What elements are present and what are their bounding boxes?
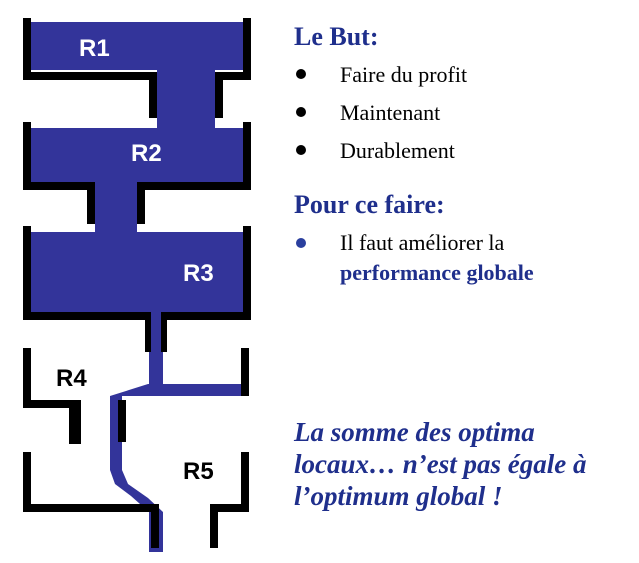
r3-floor-left bbox=[23, 312, 149, 320]
r1-neck-right bbox=[215, 72, 223, 118]
r2-floor-right bbox=[137, 182, 251, 190]
r1-wall-right bbox=[243, 18, 251, 80]
r3-wall-left bbox=[23, 226, 31, 320]
conclusion-text: La somme des optima locaux… n’est pas ég… bbox=[294, 417, 587, 511]
r3-fill bbox=[31, 232, 243, 312]
r6-outlet bbox=[151, 504, 159, 548]
bullet-icon bbox=[296, 107, 306, 117]
bullet-icon bbox=[296, 145, 306, 155]
r5-floor bbox=[210, 504, 249, 512]
r3-pipe-right bbox=[161, 312, 167, 352]
label-r1: R1 bbox=[79, 35, 110, 62]
r6-floor bbox=[23, 504, 159, 512]
r6-wall-left bbox=[23, 452, 31, 512]
goal-item-text: Maintenant bbox=[340, 100, 441, 125]
goal-item-text: Faire du profit bbox=[340, 62, 468, 87]
r1-wall-left bbox=[23, 18, 31, 80]
r2-floor-left bbox=[23, 182, 95, 190]
method-line2: performance globale bbox=[340, 260, 534, 285]
goal-title: Le But: bbox=[294, 22, 379, 51]
r3-floor-right bbox=[163, 312, 251, 320]
r5-wall-right-lower bbox=[241, 452, 249, 512]
r1-r2-connector bbox=[157, 70, 215, 132]
r2-wall-right bbox=[243, 122, 251, 190]
method-list: Il faut améliorer la performance globale bbox=[296, 228, 534, 288]
goal-item: Faire du profit bbox=[296, 56, 467, 94]
goal-list: Faire du profit Maintenant Durablement bbox=[296, 56, 467, 170]
method-title: Pour ce faire: bbox=[294, 190, 445, 219]
r2-wall-left bbox=[23, 122, 31, 190]
label-r3: R3 bbox=[183, 260, 214, 287]
label-r2: R2 bbox=[131, 140, 162, 167]
r1-fill bbox=[31, 22, 243, 70]
method-line1: Il faut améliorer la bbox=[340, 230, 505, 255]
r3-wall-right bbox=[243, 226, 251, 320]
label-r4: R4 bbox=[56, 365, 87, 392]
goal-item-text: Durablement bbox=[340, 138, 455, 163]
container-walls bbox=[23, 18, 251, 548]
r3-pipe bbox=[149, 310, 163, 390]
r2-r3-connector bbox=[95, 182, 137, 234]
leak-channel bbox=[110, 384, 243, 552]
r4-outlet bbox=[69, 400, 81, 444]
r1-floor-right bbox=[215, 72, 251, 80]
r4-wall-left bbox=[23, 348, 31, 408]
goal-item: Durablement bbox=[296, 132, 467, 170]
r5-side-left bbox=[118, 400, 126, 442]
label-r5: R5 bbox=[183, 458, 214, 485]
bullet-icon bbox=[296, 69, 306, 79]
r1-neck-left bbox=[149, 72, 157, 118]
reservoir-labels: R1 R2 R3 R4 R5 bbox=[56, 35, 214, 485]
r3-pipe-left bbox=[145, 312, 151, 352]
r4-floor bbox=[23, 400, 81, 408]
goal-item: Maintenant bbox=[296, 94, 467, 132]
reservoir-diagram: R1 R2 R3 R4 R5 bbox=[23, 18, 251, 552]
r2-neck-left bbox=[87, 182, 95, 224]
water-fill bbox=[31, 22, 243, 552]
r2-fill bbox=[31, 128, 243, 182]
r2-neck-right bbox=[137, 182, 145, 224]
r1-floor-left bbox=[23, 72, 157, 80]
r5-outlet bbox=[210, 504, 218, 548]
method-item: Il faut améliorer la performance globale bbox=[296, 228, 534, 288]
r5-wall-right bbox=[241, 348, 249, 396]
bullet-icon bbox=[296, 238, 306, 248]
